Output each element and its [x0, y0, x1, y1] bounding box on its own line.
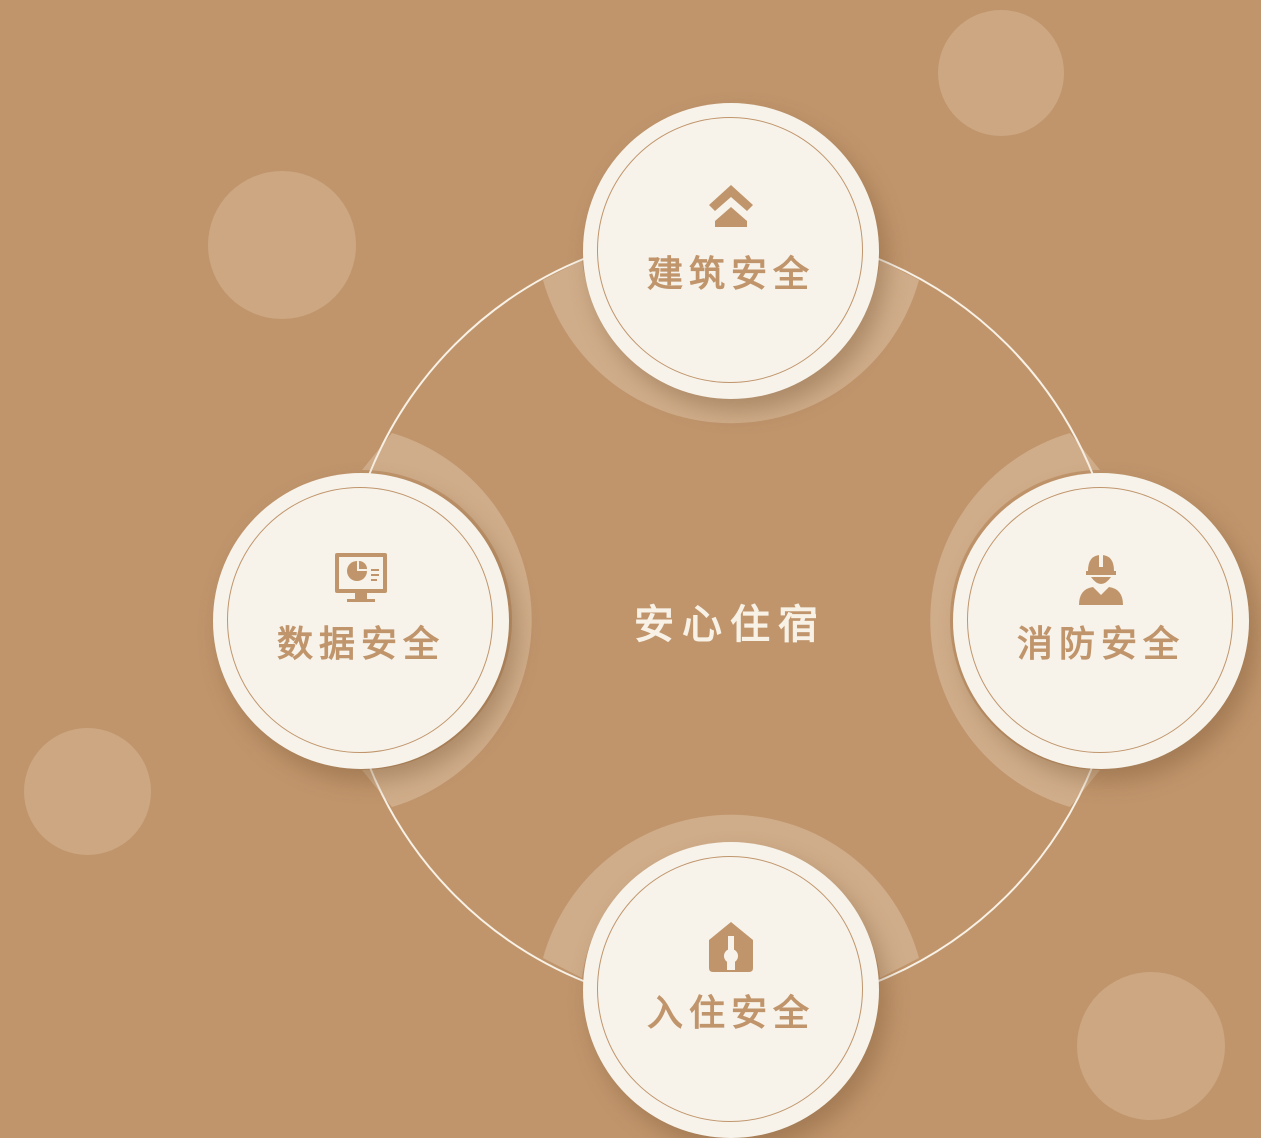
home-key-icon	[709, 922, 753, 972]
node-label: 数据安全	[276, 623, 445, 665]
node-label: 入住安全	[646, 992, 815, 1034]
center-title: 安心住宿	[634, 601, 826, 648]
decor-bubble	[208, 171, 356, 319]
node-label: 消防安全	[1016, 623, 1185, 665]
node-data-safety[interactable]: 数据安全	[213, 473, 509, 769]
node-inner-ring	[967, 487, 1233, 753]
worker-helmet-icon	[1079, 555, 1123, 605]
node-inner-ring	[597, 856, 863, 1122]
decor-bubble	[938, 10, 1064, 136]
node-inner-ring	[227, 487, 493, 753]
node-building-safety[interactable]: 建筑安全	[583, 103, 879, 399]
arc-shadow-top	[543, 260, 919, 424]
decor-bubble	[1077, 972, 1225, 1120]
arc-shadow-left	[362, 433, 532, 807]
monitor-chart-icon	[335, 553, 387, 602]
node-inner-ring	[597, 117, 863, 383]
node-checkin-safety[interactable]: 入住安全	[583, 842, 879, 1138]
node-label: 建筑安全	[646, 253, 815, 295]
house-roof-icon	[709, 185, 753, 227]
arc-shadow-bottom	[543, 814, 919, 978]
arc-shadow-right	[930, 433, 1100, 807]
node-fire-safety[interactable]: 消防安全	[953, 473, 1249, 769]
decor-bubble	[24, 728, 151, 855]
